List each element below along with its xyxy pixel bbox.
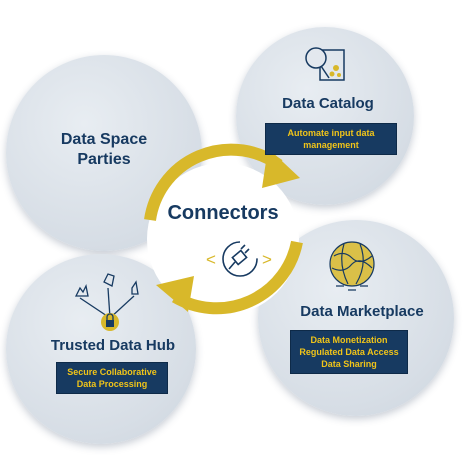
trusted-data-hub-title: Trusted Data Hub [50, 337, 176, 354]
hub-box-line2: Data Processing [76, 379, 148, 389]
data-space-parties-label: Data Space Parties [40, 130, 168, 170]
network-lock-icon [74, 273, 139, 331]
data-marketplace-title: Data Marketplace [300, 303, 424, 320]
globe-network-icon [329, 241, 375, 291]
svg-text:>: > [262, 250, 272, 269]
connector-plug-icon: < > [206, 241, 272, 277]
parties-line2: Parties [77, 151, 131, 168]
catalog-box-line1: Automate input data [287, 128, 375, 138]
catalog-box-line2: management [303, 140, 359, 150]
marketplace-box-line1: Data Monetization [310, 335, 388, 345]
connectors-title: Connectors [167, 202, 279, 224]
data-catalog-title: Data Catalog [282, 95, 374, 112]
data-catalog-box: Automate input data management [265, 123, 397, 155]
data-marketplace-box: Data Monetization Regulated Data Access … [290, 330, 408, 374]
parties-line1: Data Space [60, 131, 148, 148]
hub-box-line1: Secure Collaborative [67, 367, 157, 377]
svg-text:<: < [206, 250, 216, 269]
magnifier-document-icon [305, 47, 345, 81]
trusted-data-hub-box: Secure Collaborative Data Processing [56, 362, 168, 394]
marketplace-box-line3: Data Sharing [321, 359, 377, 369]
marketplace-box-line2: Regulated Data Access [299, 347, 399, 357]
